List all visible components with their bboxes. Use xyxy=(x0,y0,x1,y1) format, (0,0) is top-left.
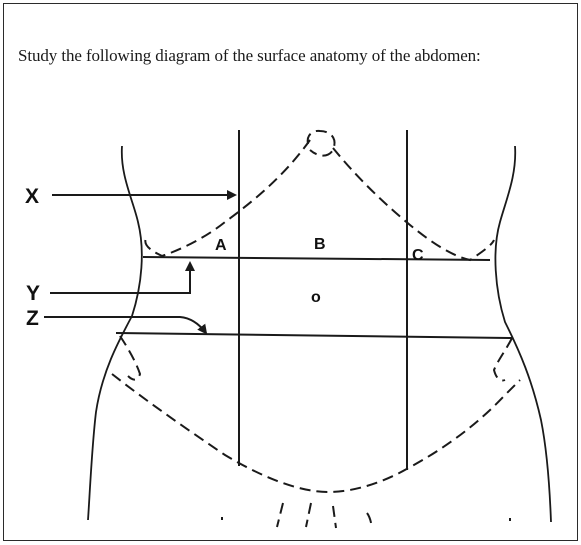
right-costal-margin xyxy=(333,148,494,260)
label-y: Y xyxy=(26,282,40,305)
pubic-mark-2 xyxy=(306,503,311,527)
pubic-mark-3 xyxy=(333,506,336,528)
right-body-outline xyxy=(495,146,551,522)
left-iliac-crest xyxy=(120,336,140,380)
arrow-y xyxy=(50,263,190,293)
region-label-c: C xyxy=(412,247,424,264)
umbilicus-mark: o xyxy=(311,289,321,306)
region-label-a: A xyxy=(215,237,227,254)
left-costal-margin xyxy=(145,140,310,256)
subcostal-plane xyxy=(143,257,490,260)
pubic-mark-1 xyxy=(277,503,283,527)
right-iliac-crest xyxy=(494,338,512,381)
intertubercular-plane xyxy=(116,333,512,338)
region-label-b: B xyxy=(314,236,326,253)
xiphoid-outline xyxy=(308,131,335,156)
label-x: X xyxy=(25,185,39,208)
label-z: Z xyxy=(26,307,39,330)
lower-abdominal-border xyxy=(112,374,520,492)
pubic-mark-4 xyxy=(367,513,372,528)
